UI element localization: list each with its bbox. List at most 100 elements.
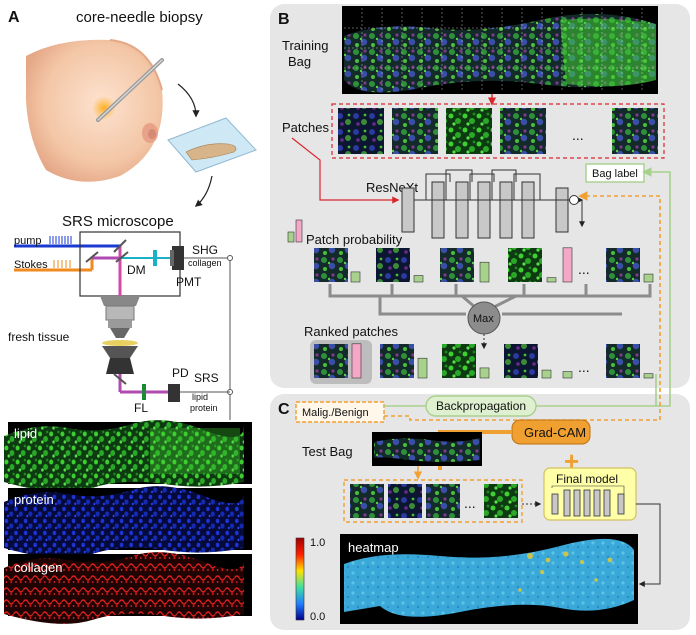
collagen-label: collagen [14,560,62,575]
training-patch-row [338,108,658,154]
stokes-pulse-train-icon [53,260,71,268]
ranked-patches-label: Ranked patches [304,324,398,339]
prob-patch [314,248,348,282]
ranked-probability-bar-2 [479,367,490,379]
probability-bars [350,247,654,283]
test-patch [426,484,460,518]
fl-label: FL [134,401,148,415]
heatmap-color-scale [295,537,305,621]
prob-patch [606,248,640,282]
training-patch [612,108,658,154]
ranked-probability-bars [351,343,654,379]
ranked-probability-bar-5 [643,373,654,379]
ranked-patch [442,344,476,378]
fresh-tissue-label: fresh tissue [8,330,70,344]
legend-prob-green [287,231,295,243]
ranked-probability-bar-1 [417,357,428,379]
srs-label: SRS [194,371,219,385]
channel-image-collagen: collagen [4,552,252,624]
bag-label-text: Bag label [592,168,638,180]
scale-min-label: 0.0 [310,611,325,623]
pmt-label: PMT [176,275,202,289]
max-pooling-connectors [328,284,652,316]
test-patches-box [343,479,523,523]
shg-sub-label: collagen [188,258,222,268]
tissue-slide [167,117,257,173]
stokes-label: Stokes [14,259,48,271]
test-bag-image [372,432,482,466]
patch-probability-bar-3 [546,277,557,283]
panel-a: A core-needle biopsy SRS microscope pump… [4,9,257,624]
channel-image-lipid: lipid [4,420,252,492]
channel-image-protein: protein [4,486,252,558]
panel-c: C Malig./Benign Backpropagation Grad-CAM… [270,167,690,630]
prob-patch [376,248,410,282]
heatmap-image: heatmap [340,534,638,624]
lipid-label: lipid [14,426,37,441]
patch-probability-bar-4 [562,247,573,283]
patch-probability-label: Patch probability [306,232,403,247]
patch-probability-bar-2 [479,261,490,283]
training-bag-label-1: Training [282,38,328,53]
pmt-detector [172,246,184,270]
srs-optics: pump Stokes DM SHG collagen PMT [8,231,233,420]
training-patch [338,108,384,154]
training-patch [500,108,546,154]
patches-label: Patches [282,120,329,135]
test-patches-ellipsis: ... [464,495,476,511]
prob-patch [508,248,542,282]
patch-probability-bar-5 [643,273,654,283]
resnext-network [401,181,569,239]
probability-patch-row [314,248,640,282]
malig-benign-text: Malig./Benign [302,407,369,419]
pump-pulse-train-icon [49,236,72,244]
ranked-probability-bar-0 [351,343,362,379]
breast-illustration [26,39,164,182]
prob-patch [440,248,474,282]
resnext-skip-connections [414,169,585,228]
training-patch [392,108,438,154]
patch-probability-bar-1 [413,275,424,283]
test-patch-row [350,484,518,518]
panel-b: B Training Bag Patches [270,4,690,388]
srs-sub-lipid: lipid [192,392,208,402]
training-bag-label-2: Bag [288,54,311,69]
shg-label: SHG [192,243,218,257]
ranked-patch [380,344,414,378]
grad-cam-feedback-line [384,191,661,421]
training-patch [446,108,492,154]
output-node [569,195,579,205]
grad-cam-text: Grad-CAM [524,425,586,440]
biopsy-title: core-needle biopsy [76,9,203,26]
scale-max-label: 1.0 [310,537,325,549]
ranked-probability-bar-4 [562,371,573,379]
ranked-patch [504,344,538,378]
ranked-probability-bar-3 [541,369,552,379]
test-patch [484,484,518,518]
microscope-title: SRS microscope [62,213,174,230]
test-patch [350,484,384,518]
heatmap-output-arrow [636,503,661,587]
backpropagation-text: Backpropagation [436,399,526,413]
ranked-patch [606,344,640,378]
final-model-network [551,489,625,517]
probability-ellipsis: ... [578,261,590,277]
patches-dashed-box [331,103,665,159]
panel-c-letter: C [278,401,290,418]
patches-ellipsis: ... [572,127,584,143]
training-bag-image [342,6,658,94]
test-bag-label: Test Bag [302,444,353,459]
ranked-patch [314,344,348,378]
patch-input-arrow [291,137,400,204]
flow-arrow-biopsy [177,83,200,118]
final-model-text: Final model [556,472,618,486]
pump-label: pump [14,235,42,247]
flow-arrow-slide [194,175,213,207]
patch-probability-bar-0 [350,271,361,283]
max-label: Max [473,313,494,325]
heatmap-label: heatmap [348,540,399,555]
malig-benign-box [295,401,385,423]
legend-prob-pink [295,219,303,243]
fl-filter [142,384,146,400]
